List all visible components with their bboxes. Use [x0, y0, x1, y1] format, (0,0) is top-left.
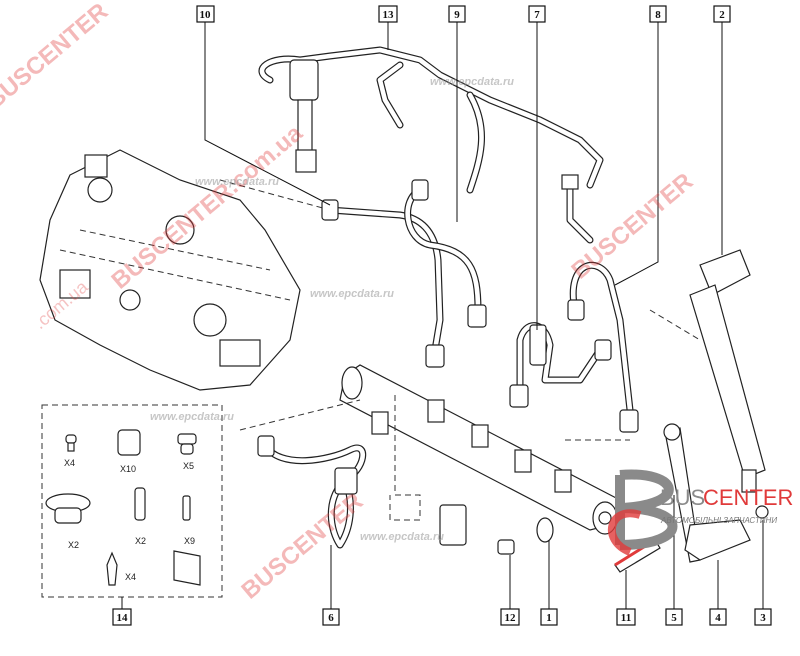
injector-drawing	[689, 249, 769, 519]
svg-text:13: 13	[383, 9, 395, 21]
svg-text:14: 14	[117, 612, 129, 624]
kit-qty-4: X2	[68, 540, 79, 550]
callout-12: 12	[500, 608, 520, 626]
svg-text:6: 6	[328, 612, 334, 624]
callout-11: 11	[616, 608, 636, 626]
watermark-site-2: www.epcdata.ru	[195, 176, 279, 188]
watermark-brand-right: BUSCENTER	[567, 168, 699, 285]
leader-lines	[121, 22, 764, 609]
fasteners-drawing	[614, 423, 751, 573]
kit-qty-1: X4	[64, 458, 75, 468]
kit-qty-7: X4	[125, 572, 136, 582]
callout-5: 5	[665, 608, 683, 626]
callout-10: 10	[196, 5, 215, 23]
kit-qty-2: X10	[120, 464, 136, 474]
callout-1: 1	[540, 608, 558, 626]
watermark-site-4: www.epcdata.ru	[150, 411, 234, 423]
logo-tagline: АВТОМОБІЛЬНІ ЗАПЧАСТИНИ	[660, 516, 777, 525]
svg-text:2: 2	[719, 9, 725, 21]
logo-name-a: BUS	[660, 485, 705, 510]
callout-14: 14	[112, 608, 132, 626]
fuel-pump-drawing	[39, 149, 331, 391]
watermark-site-3: www.epcdata.ru	[310, 288, 394, 300]
callout-8: 8	[649, 5, 667, 23]
injector-pipes-drawing	[257, 179, 639, 549]
kit-qty-3: X5	[183, 461, 194, 471]
kit-qty-6: X9	[184, 536, 195, 546]
watermark-brand-bottom: BUSCENTER	[237, 488, 369, 605]
svg-text:3: 3	[760, 612, 766, 624]
return-hose-drawing	[258, 46, 604, 244]
callout-4: 4	[709, 608, 727, 626]
svg-text:11: 11	[621, 612, 631, 624]
svg-text:7: 7	[534, 9, 540, 21]
watermark-site-1: www.epcdata.ru	[430, 76, 514, 88]
kit-qty-5: X2	[135, 536, 146, 546]
svg-text:10: 10	[200, 9, 212, 21]
svg-text:8: 8	[655, 9, 661, 21]
callout-3: 3	[754, 608, 772, 626]
svg-text:9: 9	[454, 9, 460, 21]
callout-6: 6	[322, 608, 340, 626]
svg-text:4: 4	[715, 612, 721, 624]
watermark-site-5: www.epcdata.ru	[360, 531, 444, 543]
callout-13: 13	[378, 5, 398, 23]
svg-text:12: 12	[505, 612, 517, 624]
svg-text:5: 5	[671, 612, 677, 624]
callout-7: 7	[528, 5, 546, 23]
logo-name-b: CENTER	[703, 485, 793, 510]
buscenter-logo: BUS CENTER АВТОМОБІЛЬНІ ЗАПЧАСТИНИ	[608, 469, 793, 556]
callout-9: 9	[448, 5, 466, 23]
seal-kit-box: X4 X10 X5 X2 X2 X9 X4	[41, 404, 223, 598]
callout-2: 2	[713, 5, 731, 23]
svg-text:1: 1	[546, 612, 552, 624]
watermark-brand: BUSCENTER	[0, 0, 113, 115]
